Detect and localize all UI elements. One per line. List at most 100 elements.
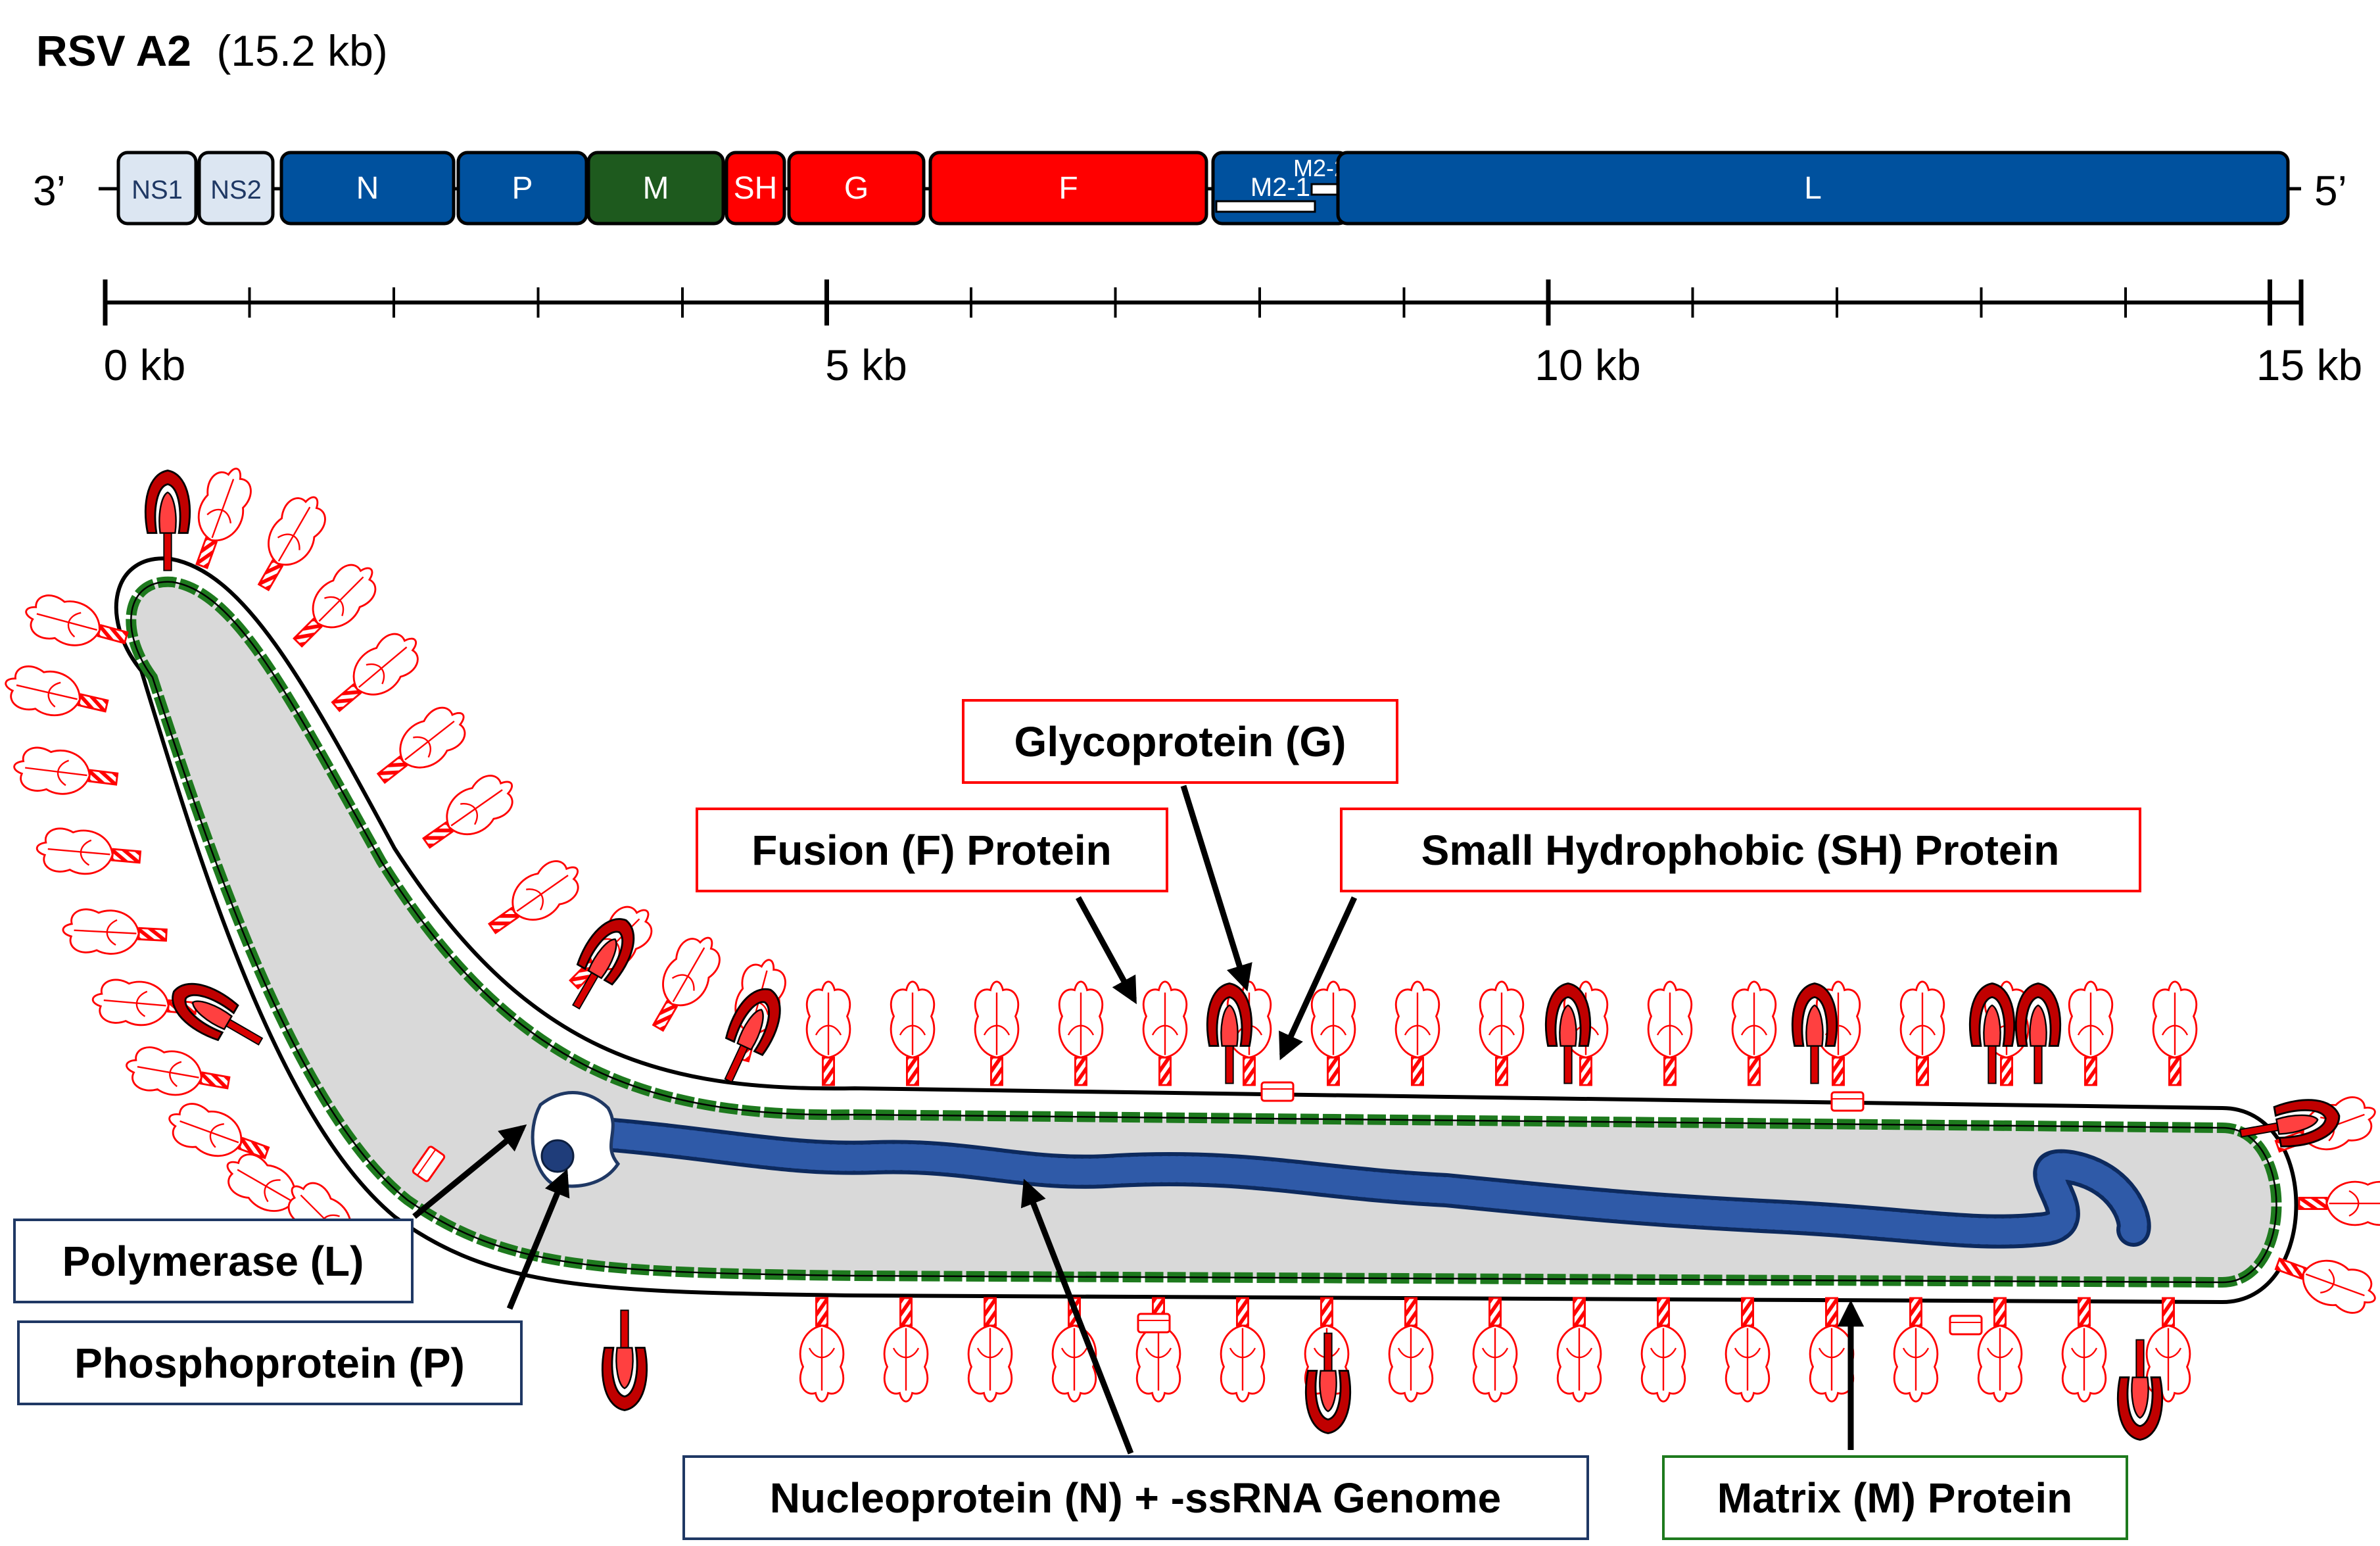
fusion-protein xyxy=(281,553,387,659)
gene-m: M xyxy=(586,151,725,226)
gene-label-f: F xyxy=(1059,171,1078,206)
gene-label-m2-1: M2-1 xyxy=(1250,173,1310,202)
fusion-protein xyxy=(967,1297,1013,1403)
gene-label-l: L xyxy=(1804,171,1822,206)
label-phosphoprotein-text: Phosphoprotein (P) xyxy=(74,1340,465,1387)
label-small-hydrophobic: Small Hydrophobic (SH) Protein xyxy=(1340,808,2141,892)
label-nucleoprotein: Nucleoprotein (N) + -ssRNA Genome xyxy=(682,1455,1589,1540)
gene-label-sh: SH xyxy=(734,171,778,206)
fusion-protein xyxy=(367,696,477,796)
gene-sh: SH xyxy=(725,151,786,226)
gene-ns1: NS1 xyxy=(116,151,198,226)
kb-scale-bar: 0 kb 5 kb 10 kb 15 kb xyxy=(103,279,2362,389)
fusion-protein xyxy=(890,980,936,1086)
fusion-protein xyxy=(1809,1297,1855,1403)
callout-arrows xyxy=(412,785,1865,1455)
fusion-protein xyxy=(974,980,1020,1086)
gene-l: L xyxy=(1336,151,2290,226)
scale-label: 15 kb xyxy=(2256,341,2362,389)
fusion-protein xyxy=(2061,1297,2107,1403)
fusion-protein xyxy=(11,744,121,802)
genome-3prime-label: 3’ xyxy=(33,167,66,214)
nucleocapsid-strand-highlight xyxy=(592,1121,2147,1245)
fusion-protein xyxy=(479,850,590,948)
gene-m2-1: M2-1 xyxy=(1211,151,1350,226)
gene-p: P xyxy=(456,151,588,226)
fusion-protein xyxy=(883,1297,929,1403)
arrow-sh xyxy=(1279,896,1358,1061)
sh-protein xyxy=(1830,1091,1865,1112)
arrow-polymerase xyxy=(412,1124,527,1219)
glycoprotein xyxy=(1791,982,1838,1084)
gene-n: N xyxy=(279,151,456,226)
genome-5prime-label: 5’ xyxy=(2314,167,2347,214)
gene-f: F xyxy=(928,151,1208,226)
fusion-protein xyxy=(122,1042,233,1105)
polymerase-l xyxy=(531,1091,621,1188)
sh-protein xyxy=(1260,1081,1295,1102)
arrow-fusion xyxy=(1076,896,1137,1005)
fusion-protein xyxy=(1058,980,1104,1086)
fusion-protein xyxy=(1977,1297,2023,1403)
gene-label-n: N xyxy=(356,171,379,206)
glycoprotein xyxy=(2014,982,2062,1084)
fusion-protein xyxy=(1731,980,1777,1086)
gene-ns2: NS2 xyxy=(197,151,275,226)
gene-label-g: G xyxy=(844,171,869,206)
fusion-protein xyxy=(321,622,430,725)
fusion-protein xyxy=(2298,1180,2380,1226)
fusion-protein xyxy=(2068,980,2114,1086)
fusion-protein xyxy=(799,1297,845,1403)
fusion-protein xyxy=(1388,1297,1434,1403)
fusion-protein xyxy=(1220,1297,1266,1403)
svg-text:RSV A2 (15.2 kb): RSV A2 (15.2 kb) xyxy=(36,26,388,75)
glycoprotein xyxy=(144,470,191,571)
fusion-protein xyxy=(2152,980,2198,1086)
label-glycoprotein-text: Glycoprotein (G) xyxy=(1014,718,1346,765)
label-matrix: Matrix (M) Protein xyxy=(1662,1455,2128,1540)
fusion-protein xyxy=(1394,980,1440,1086)
arrow-phosphoprotein xyxy=(506,1169,570,1310)
label-fusion-text: Fusion (F) Protein xyxy=(751,827,1112,874)
scale-label: 0 kb xyxy=(104,341,186,389)
fusion-protein xyxy=(34,825,143,880)
fusion-protein xyxy=(1640,1297,1686,1403)
arrow-glycoprotein xyxy=(1180,785,1252,992)
fusion-protein xyxy=(1472,1297,1518,1403)
fusion-protein xyxy=(638,926,730,1040)
title-bold: RSV A2 xyxy=(36,26,191,75)
gene-label-m: M xyxy=(643,171,669,206)
arrow-nucleoprotein xyxy=(1020,1178,1134,1455)
gene-g: G xyxy=(787,151,926,226)
fusion-protein xyxy=(180,460,259,575)
label-polymerase-text: Polymerase (L) xyxy=(62,1238,364,1285)
fusion-protein xyxy=(244,485,335,599)
fusion-protein xyxy=(1310,980,1356,1086)
fusion-protein xyxy=(1142,980,1188,1086)
fusion-protein xyxy=(60,907,169,958)
label-glycoprotein: Glycoprotein (G) xyxy=(962,699,1398,784)
fusion-protein xyxy=(413,765,525,862)
gene-label-ns2: NS2 xyxy=(210,176,262,205)
label-phosphoprotein: Phosphoprotein (P) xyxy=(17,1320,523,1405)
virion xyxy=(0,460,2380,1441)
label-small-hydrophobic-text: Small Hydrophobic (SH) Protein xyxy=(1421,827,2060,874)
gene-label-ns1: NS1 xyxy=(131,176,183,205)
fusion-protein xyxy=(1725,1297,1771,1403)
scale-label: 5 kb xyxy=(825,341,907,389)
scale-label: 10 kb xyxy=(1535,341,1640,389)
fusion-protein xyxy=(0,660,112,728)
glycoprotein xyxy=(601,1309,648,1411)
label-polymerase: Polymerase (L) xyxy=(13,1219,414,1303)
fusion-protein xyxy=(1893,1297,1939,1403)
label-matrix-text: Matrix (M) Protein xyxy=(1717,1474,2072,1522)
fusion-protein xyxy=(1899,980,1945,1086)
matrix-layer-edge xyxy=(130,581,2277,1284)
gene-label-p: P xyxy=(512,171,533,206)
label-nucleoprotein-text: Nucleoprotein (N) + -ssRNA Genome xyxy=(770,1474,1501,1522)
fusion-protein xyxy=(1479,980,1525,1086)
fusion-protein xyxy=(1556,1297,1602,1403)
fusion-protein xyxy=(805,980,851,1086)
